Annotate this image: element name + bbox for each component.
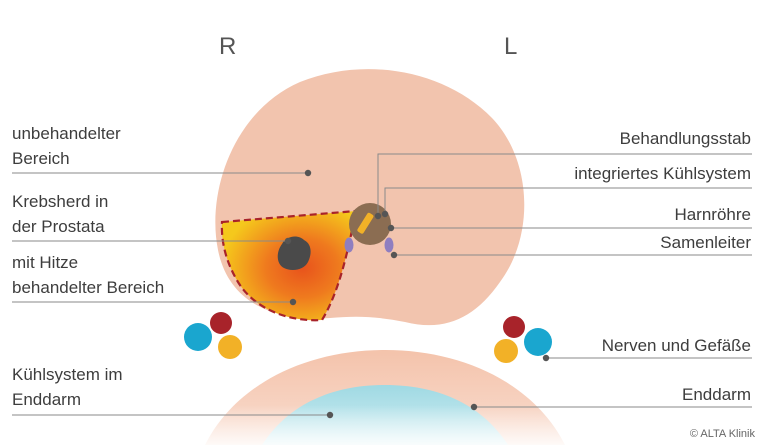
vas-deferens-right <box>384 237 394 253</box>
label-integrated-cooling: integriertes Kühlsystem <box>574 164 751 183</box>
label-line: mit Hitze <box>12 253 79 272</box>
label-line: unbehandelter <box>12 124 121 143</box>
label-heat-treated-area: mit Hitze behandelter Bereich <box>12 250 164 300</box>
label-line: Krebsherd in <box>12 192 109 211</box>
label-nerves-vessels: Nerven und Gefäße <box>601 336 751 355</box>
label-vas-deferens: Samenleiter <box>660 233 751 252</box>
side-label-right: R <box>219 33 237 60</box>
label-line: behandelter Bereich <box>12 278 165 297</box>
vas-deferens-left <box>344 237 354 253</box>
label-cancer-focus: Krebsherd in der Prostata <box>12 189 108 239</box>
copyright-credit: © ALTA Klinik <box>689 428 755 440</box>
label-urethra: Harnröhre <box>674 205 751 224</box>
tumor-blob-icon <box>277 236 311 270</box>
label-cooling-rectum: Kühlsystem im Enddarm <box>12 362 123 412</box>
label-untreated-area: unbehandelter Bereich <box>12 121 121 171</box>
nerve-vessel-bundle-icon <box>494 316 552 363</box>
label-line: Bereich <box>12 149 70 168</box>
rod-cooling-insert <box>357 212 374 234</box>
label-rectum: Enddarm <box>682 385 751 404</box>
leader-lines <box>12 153 752 416</box>
side-label-left: L <box>504 33 518 60</box>
leader-dots <box>284 169 550 419</box>
label-treatment-rod: Behandlungsstab <box>619 129 751 148</box>
label-line: Kühlsystem im <box>12 365 123 384</box>
label-line: der Prostata <box>12 217 105 236</box>
fade-overlay <box>150 405 620 445</box>
treatment-rod-icon <box>349 203 391 245</box>
label-line: Enddarm <box>12 390 81 409</box>
nerve-vessel-bundle-icon <box>184 312 242 359</box>
